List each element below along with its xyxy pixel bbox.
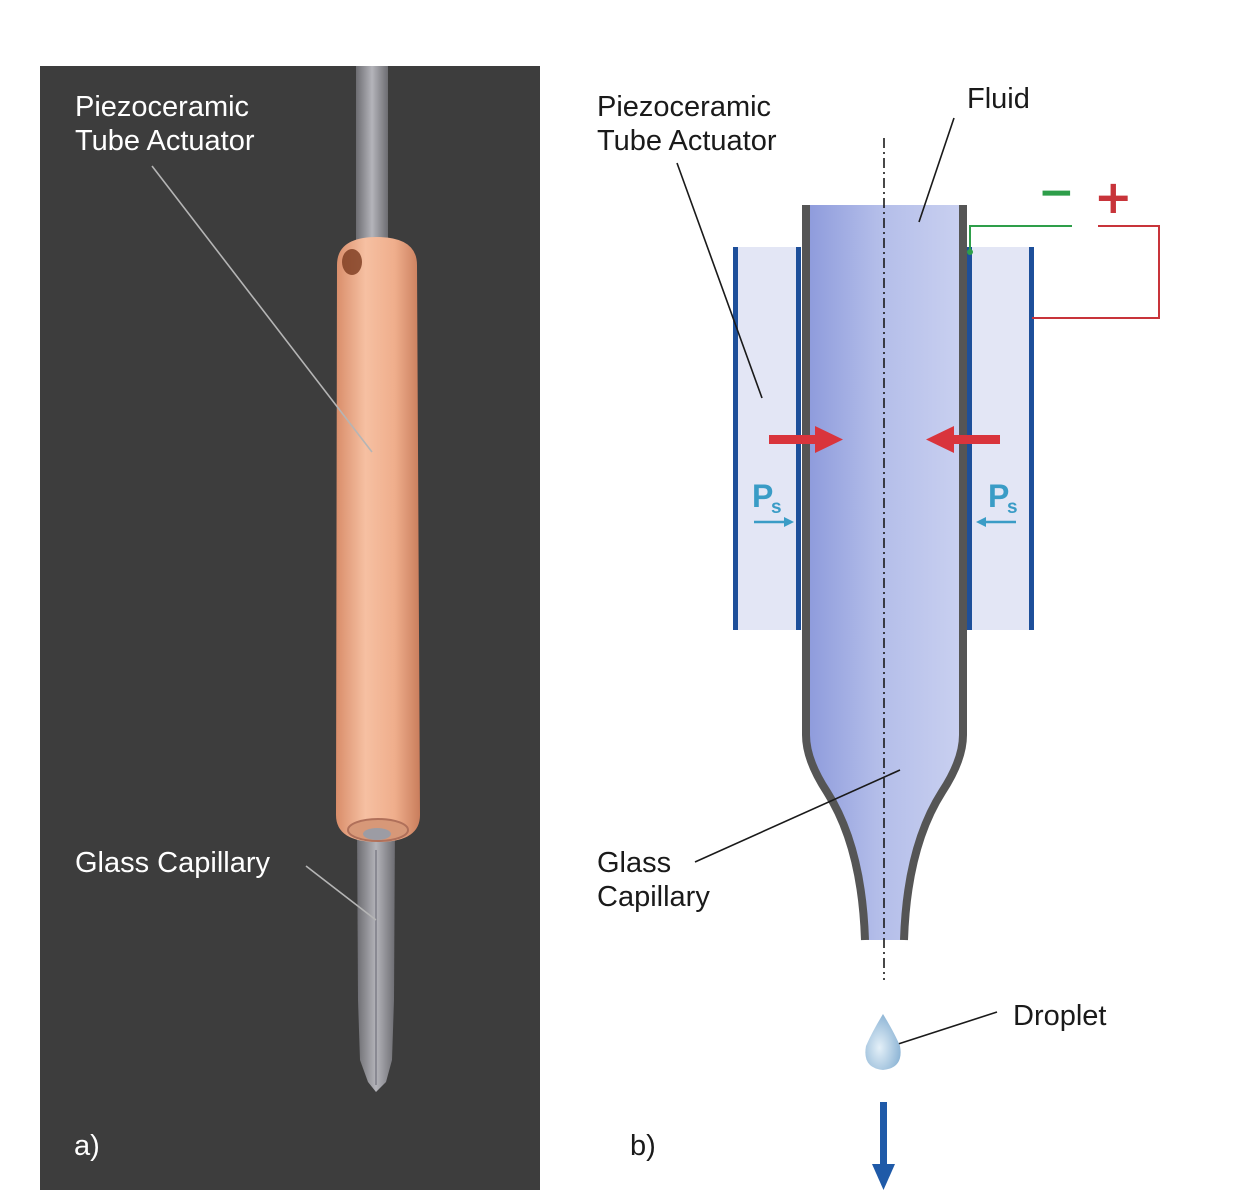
positive-wire — [1032, 225, 1160, 319]
minus-sign: − — [1038, 167, 1075, 218]
negative-terminal-dot — [967, 249, 973, 255]
panel-a-capillary-label: Glass Capillary — [75, 847, 270, 879]
droplet-label: Droplet — [1013, 1000, 1107, 1032]
panel-a-tag: a) — [74, 1130, 100, 1162]
actuator-leader-b — [676, 162, 763, 399]
outer-electrode-left — [733, 247, 738, 630]
drop-direction-arrow — [872, 1102, 895, 1190]
pressure-symbol-right: P — [988, 478, 1009, 514]
fluid-label: Fluid — [967, 83, 1030, 115]
capillary-leader-b — [694, 769, 901, 863]
panel-b-actuator-label-line1: Piezoceramic — [597, 91, 771, 123]
capillary-top-photo — [356, 66, 388, 256]
pressure-subscript-left: s — [771, 497, 782, 518]
outer-electrode-right — [1029, 247, 1034, 630]
pressure-symbol-left: P — [752, 478, 773, 514]
pressure-subscript-right: s — [1007, 497, 1018, 518]
panel-b-capillary-label-line2: Capillary — [597, 881, 710, 913]
capillary-leader-a — [305, 865, 377, 921]
plus-sign: + — [1094, 170, 1133, 224]
actuator-leader-a — [151, 165, 373, 453]
capillary-wall-right — [900, 205, 967, 941]
actuator-tube-photo — [336, 237, 420, 842]
capillary-exit-ring — [363, 828, 391, 840]
force-arrow-left — [926, 426, 1000, 453]
force-arrow-right — [769, 426, 843, 453]
panel-b-capillary-label-line1: Glass — [597, 847, 671, 879]
panel-a-background — [40, 66, 540, 1190]
panel-a-photo: Piezoceramic Tube Actuator Glass Capilla… — [40, 66, 540, 1190]
droplet-leader — [891, 1011, 998, 1047]
negative-wire — [969, 225, 1072, 252]
panel-a-actuator-label-line2: Tube Actuator — [75, 125, 255, 157]
pressure-arrow-left — [754, 517, 794, 527]
panel-b-tag: b) — [630, 1130, 656, 1162]
droplet-shape — [865, 1014, 901, 1070]
actuator-top-end — [342, 249, 362, 275]
panel-b-diagram: P s P s − + Piezoceramic Tube — [597, 83, 1160, 1190]
pressure-arrow-right — [976, 517, 1016, 527]
fluid-leader — [918, 117, 955, 223]
panel-a-actuator-label-line1: Piezoceramic — [75, 91, 249, 123]
panel-b-actuator-label-line2: Tube Actuator — [597, 125, 777, 157]
